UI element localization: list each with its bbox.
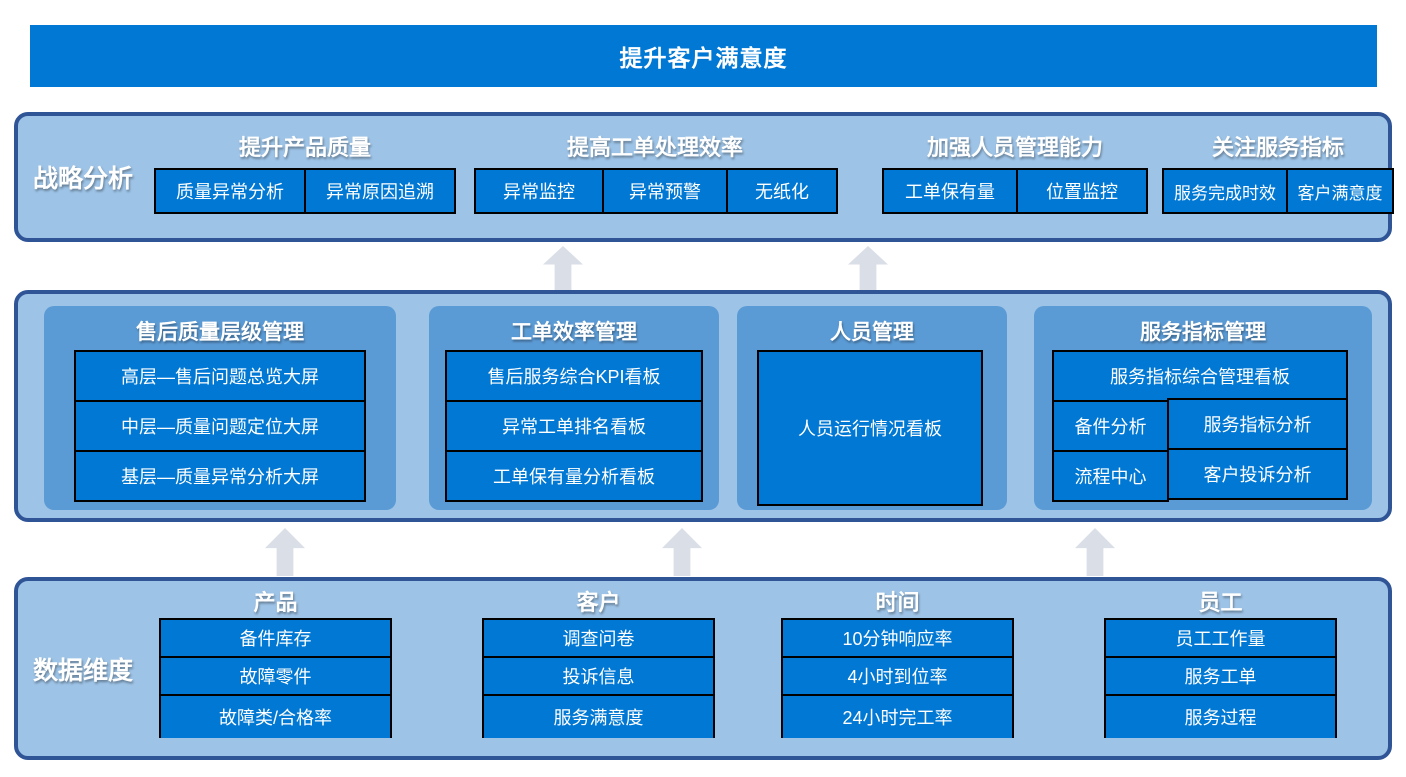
panel-title: 人员管理 xyxy=(830,321,914,344)
panel-rows: 服务指标综合管理看板 备件分析 服务指标分析 流程中心 客户投诉分析 xyxy=(1052,350,1348,502)
strategy-group-cells: 工单保有量 位置监控 xyxy=(882,168,1148,214)
data-column-cells: 调查问卷 投诉信息 服务满意度 xyxy=(482,618,715,738)
panel-cell: 服务指标综合管理看板 xyxy=(1052,350,1348,402)
data-cell: 故障类/合格率 xyxy=(159,694,392,738)
strategy-cell: 服务完成时效 xyxy=(1162,168,1288,214)
management-section: 售后质量层级管理 高层—售后问题总览大屏 中层—质量问题定位大屏 基层—质量异常… xyxy=(14,290,1392,522)
data-column-title: 客户 xyxy=(576,590,621,615)
data-cell: 24小时完工率 xyxy=(781,694,1014,738)
panel-cell: 备件分析 xyxy=(1052,400,1169,452)
strategy-group-workorder-efficiency: 提高工单处理效率 异常监控 异常预警 无纸化 xyxy=(474,116,838,238)
data-cell: 服务过程 xyxy=(1104,694,1337,738)
strategy-cell: 客户满意度 xyxy=(1286,168,1394,214)
strategy-group-personnel: 加强人员管理能力 工单保有量 位置监控 xyxy=(882,116,1148,238)
data-column-customer: 客户 调查问卷 投诉信息 服务满意度 xyxy=(482,581,715,756)
panel-title: 工单效率管理 xyxy=(511,321,637,344)
strategy-cell: 工单保有量 xyxy=(882,168,1018,214)
data-column-cells: 备件库存 故障零件 故障类/合格率 xyxy=(159,618,392,738)
data-cell: 故障零件 xyxy=(159,656,392,696)
data-cell: 员工工作量 xyxy=(1104,618,1337,658)
strategy-group-title: 提升产品质量 xyxy=(238,135,371,160)
strategy-section-label: 战略分析 xyxy=(32,165,133,193)
data-cell: 4小时到位率 xyxy=(781,656,1014,696)
panel-rows: 人员运行情况看板 xyxy=(757,350,983,506)
panel-cell: 客户投诉分析 xyxy=(1167,448,1348,500)
panel-service-kpi: 服务指标管理 服务指标综合管理看板 备件分析 服务指标分析 流程中心 客户投诉分… xyxy=(1034,306,1372,510)
strategy-group-title: 关注服务指标 xyxy=(1211,135,1344,160)
goal-banner-title: 提升客户满意度 xyxy=(619,45,788,71)
strategy-group-product-quality: 提升产品质量 质量异常分析 异常原因追溯 xyxy=(154,116,456,238)
goal-banner: 提升客户满意度 xyxy=(30,25,1377,87)
data-column-title: 时间 xyxy=(875,590,920,615)
up-arrow-icon xyxy=(662,528,702,576)
data-cell: 服务工单 xyxy=(1104,656,1337,696)
panel-grid-row: 流程中心 客户投诉分析 xyxy=(1052,448,1348,502)
panel-cell: 流程中心 xyxy=(1052,450,1169,502)
panel-title: 服务指标管理 xyxy=(1140,321,1266,344)
data-cell: 10分钟响应率 xyxy=(781,618,1014,658)
data-column-title: 产品 xyxy=(253,590,298,615)
panel-cell: 异常工单排名看板 xyxy=(445,400,703,452)
strategy-cell: 无纸化 xyxy=(726,168,838,214)
data-cell: 投诉信息 xyxy=(482,656,715,696)
strategy-cell: 位置监控 xyxy=(1016,168,1148,214)
data-cell: 备件库存 xyxy=(159,618,392,658)
panel-rows: 高层—售后问题总览大屏 中层—质量问题定位大屏 基层—质量异常分析大屏 xyxy=(74,350,366,502)
panel-grid-row: 备件分析 服务指标分析 xyxy=(1052,398,1348,452)
panel-cell: 中层—质量问题定位大屏 xyxy=(74,400,366,452)
panel-rows: 售后服务综合KPI看板 异常工单排名看板 工单保有量分析看板 xyxy=(445,350,703,502)
strategy-group-cells: 服务完成时效 客户满意度 xyxy=(1162,168,1394,214)
strategy-group-title: 加强人员管理能力 xyxy=(926,135,1103,160)
data-column-time: 时间 10分钟响应率 4小时到位率 24小时完工率 xyxy=(781,581,1014,756)
strategy-group-cells: 质量异常分析 异常原因追溯 xyxy=(154,168,456,214)
panel-cell: 工单保有量分析看板 xyxy=(445,450,703,502)
panel-title: 售后质量层级管理 xyxy=(136,321,304,344)
data-column-product: 产品 备件库存 故障零件 故障类/合格率 xyxy=(159,581,392,756)
up-arrow-icon xyxy=(848,246,888,290)
data-column-title: 员工 xyxy=(1198,590,1243,615)
data-cell: 服务满意度 xyxy=(482,694,715,738)
data-column-employee: 员工 员工工作量 服务工单 服务过程 xyxy=(1104,581,1337,756)
panel-workorder-efficiency: 工单效率管理 售后服务综合KPI看板 异常工单排名看板 工单保有量分析看板 xyxy=(429,306,719,510)
panel-cell: 基层—质量异常分析大屏 xyxy=(74,450,366,502)
strategy-cell: 异常原因追溯 xyxy=(304,168,456,214)
strategy-cell: 异常预警 xyxy=(602,168,728,214)
strategy-section: 战略分析 提升产品质量 质量异常分析 异常原因追溯 提高工单处理效率 异常监控 … xyxy=(14,112,1394,242)
panel-cell: 售后服务综合KPI看板 xyxy=(445,350,703,402)
panel-cell: 高层—售后问题总览大屏 xyxy=(74,350,366,402)
strategy-group-title: 提高工单处理效率 xyxy=(566,135,743,160)
panel-aftersales-quality: 售后质量层级管理 高层—售后问题总览大屏 中层—质量问题定位大屏 基层—质量异常… xyxy=(44,306,396,510)
strategy-cell: 质量异常分析 xyxy=(154,168,306,214)
panel-cell: 服务指标分析 xyxy=(1167,398,1348,450)
strategy-group-service-kpi: 关注服务指标 服务完成时效 客户满意度 xyxy=(1162,116,1394,238)
panel-personnel: 人员管理 人员运行情况看板 xyxy=(737,306,1007,510)
strategy-group-cells: 异常监控 异常预警 无纸化 xyxy=(474,168,838,214)
panel-cell: 人员运行情况看板 xyxy=(757,350,983,506)
data-dimension-label: 数据维度 xyxy=(32,656,133,685)
data-cell: 调查问卷 xyxy=(482,618,715,658)
data-column-cells: 10分钟响应率 4小时到位率 24小时完工率 xyxy=(781,618,1014,738)
strategy-cell: 异常监控 xyxy=(474,168,604,214)
data-column-cells: 员工工作量 服务工单 服务过程 xyxy=(1104,618,1337,738)
up-arrow-icon xyxy=(265,528,305,576)
up-arrow-icon xyxy=(1075,528,1115,576)
data-dimension-section: 数据维度 产品 备件库存 故障零件 故障类/合格率 客户 调查问卷 投诉信息 服… xyxy=(14,577,1392,760)
up-arrow-icon xyxy=(543,246,583,290)
